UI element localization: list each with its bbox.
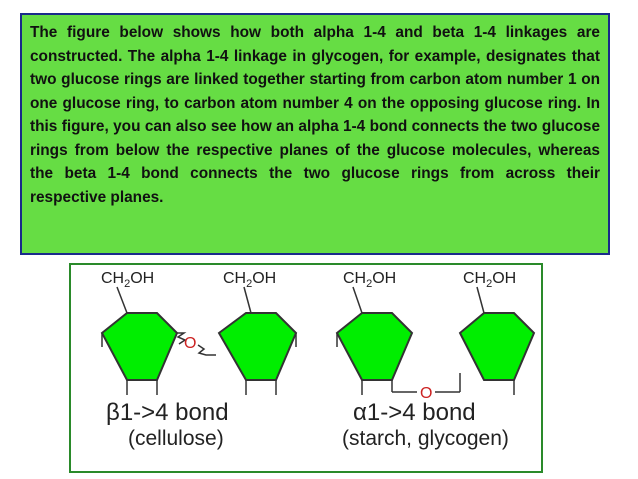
- description-box: The figure below shows how both alpha 1-…: [20, 13, 610, 255]
- ch2oh-group-label: CH2OH: [463, 270, 516, 290]
- ch2oh-group-label: CH2OH: [343, 270, 396, 290]
- glucose-ring-beta-left: [100, 312, 179, 381]
- linkage-diagram: CH2OH O CH2OH β1->4 bond (cellulose) CH2…: [69, 263, 543, 473]
- alpha-linkage: CH2OH O CH2OH α1->4 bond (starch, glycog…: [335, 270, 536, 450]
- description-text: The figure below shows how both alpha 1-…: [30, 24, 600, 206]
- ch2oh-group-label: CH2OH: [101, 270, 154, 290]
- beta-linker-oxygen: O: [184, 335, 196, 352]
- beta-linkage: CH2OH O CH2OH β1->4 bond (cellulose): [100, 270, 298, 450]
- linkage-diagram-svg: CH2OH O CH2OH β1->4 bond (cellulose) CH2…: [100, 270, 536, 450]
- alpha-linker-oxygen: O: [420, 385, 432, 402]
- glucose-ring-beta-right: [217, 312, 298, 381]
- ch2oh-group-label: CH2OH: [223, 270, 276, 290]
- glucose-ring-alpha-right: [458, 312, 536, 381]
- alpha-example-label: (starch, glycogen): [342, 427, 509, 450]
- beta-bond-label: β1->4 bond: [106, 399, 229, 426]
- alpha-bond-label: α1->4 bond: [353, 399, 476, 426]
- glucose-ring-alpha-left: [335, 312, 414, 381]
- beta-linkage-bond: [176, 332, 187, 345]
- beta-example-label: (cellulose): [128, 427, 224, 450]
